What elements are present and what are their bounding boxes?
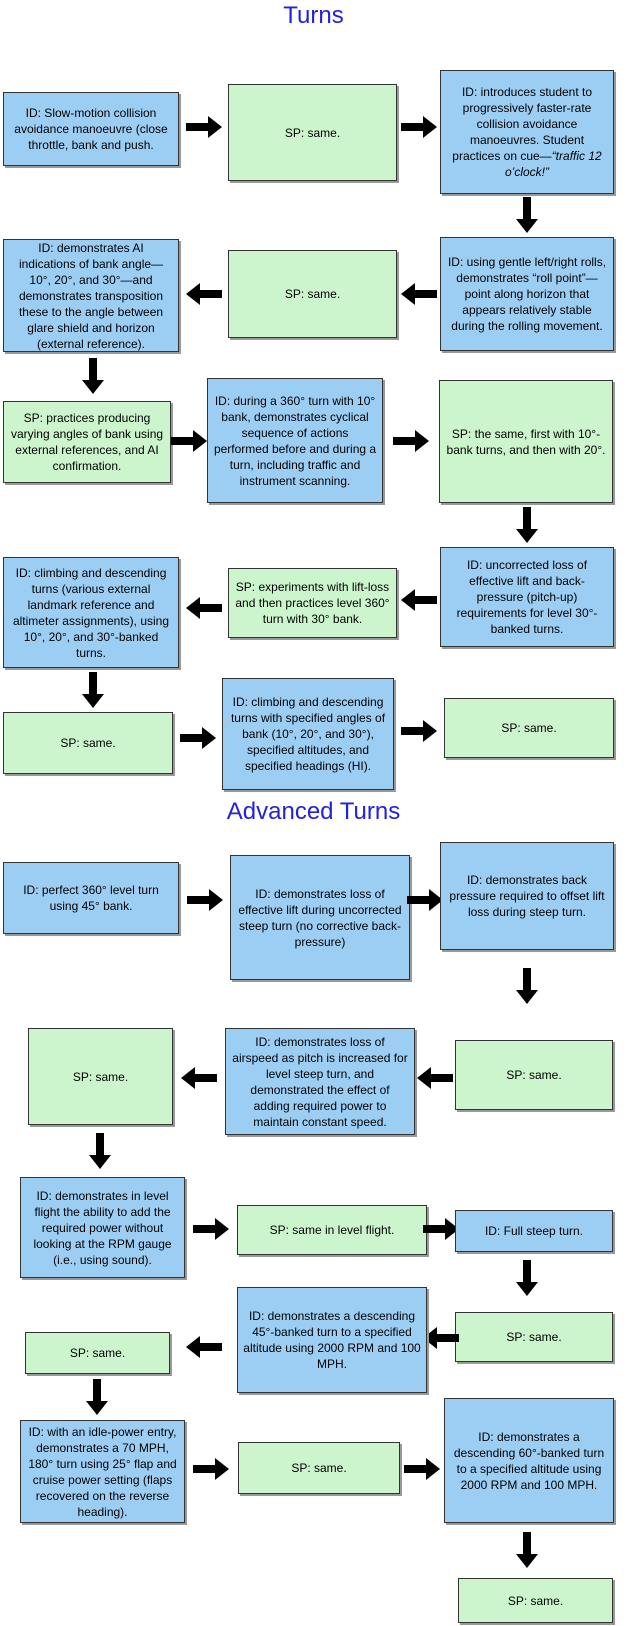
flow-box-text: SP: same.	[506, 1330, 562, 1344]
flow-box-text: SP: same.	[69, 1346, 126, 1360]
flow-box-r11r: SP: same.	[458, 1578, 613, 1623]
flow-box-text: ID: uncorrected loss of effective lift a…	[456, 558, 598, 636]
flow-box-text: SP: same.	[506, 1068, 562, 1082]
flow-box-text: SP: the same, first with 10°-bank turns,…	[446, 426, 606, 457]
flow-box-r8r: ID: Full steep turn.	[455, 1210, 613, 1252]
flow-box-text: ID: demonstrates a descending 45°-banked…	[243, 1309, 421, 1371]
arrow-r7l-to-r8l	[85, 1133, 115, 1169]
arrow-r9l-to-r10l	[82, 1379, 112, 1415]
flow-box-text: ID: demonstrates AI indications of bank …	[18, 240, 164, 351]
flow-box-r7r: SP: same.	[455, 1040, 613, 1110]
arrow-r10l-to-r10c	[193, 1454, 229, 1484]
flow-box-text: ID: demonstrates a descending 60°-banked…	[453, 1429, 605, 1492]
flow-box-r9r: SP: same.	[455, 1312, 613, 1362]
flow-box-text: ID: introduces student to progressively …	[452, 85, 602, 179]
flow-box-r2l: ID: demonstrates AI indications of bank …	[3, 239, 179, 352]
arrow-r1c-to-r1r	[401, 112, 437, 142]
flow-box-r1r: ID: introduces student to progressively …	[440, 70, 614, 194]
arrow-r7c-to-r7l	[181, 1063, 217, 1093]
flow-box-r7l: SP: same.	[28, 1028, 173, 1125]
flow-box-r6r: ID: demonstrates back pressure required …	[440, 842, 614, 950]
arrow-r1r-to-r2r	[512, 197, 542, 233]
flow-box-r1c: SP: same.	[228, 84, 397, 181]
arrow-r6c-to-r6r	[407, 885, 443, 915]
arrow-r4r-to-r4c	[401, 585, 437, 615]
flow-box-text: SP: same in level flight.	[269, 1223, 395, 1237]
flow-box-r10l: ID: with an idle-power entry, demonstrat…	[20, 1420, 185, 1523]
arrow-r3l-to-r3c	[171, 426, 207, 456]
flow-box-text: ID: demonstrates loss of effective lift …	[238, 886, 402, 949]
arrow-r6l-to-r6c	[187, 885, 223, 915]
flow-box-r6c: ID: demonstrates loss of effective lift …	[230, 855, 410, 980]
flow-box-text: ID: using gentle left/right rolls, demon…	[447, 255, 607, 333]
flow-box-text: ID: with an idle-power entry, demonstrat…	[28, 1424, 177, 1519]
arrow-r2r-to-r2c	[401, 279, 437, 309]
arrow-r4c-to-r4l	[186, 593, 222, 623]
flow-box-r10c: SP: same.	[238, 1442, 400, 1494]
flow-box-r8c: SP: same in level flight.	[237, 1205, 427, 1255]
flow-box-text: ID: perfect 360° level turn using 45° ba…	[23, 883, 159, 913]
flow-box-text: ID: climbing and descending turns (vario…	[12, 565, 170, 660]
flow-box-r3l: SP: practices producing varying angles o…	[3, 401, 171, 483]
arrow-r9r-to-r9c	[423, 1323, 459, 1353]
flow-box-r6l: ID: perfect 360° level turn using 45° ba…	[3, 862, 179, 934]
flow-box-r5l: SP: same.	[3, 712, 173, 774]
arrow-r3r-to-r4r	[512, 507, 542, 543]
flow-box-text: SP: same.	[72, 1069, 129, 1084]
flow-box-text: ID: Full steep turn.	[484, 1224, 584, 1238]
flow-box-r9c: ID: demonstrates a descending 45°-banked…	[237, 1287, 427, 1393]
flow-box-text-italic: “traffic 12 o’clock!”	[504, 149, 602, 179]
flow-box-text: SP: same.	[501, 721, 557, 735]
flow-box-text: ID: demonstrates loss of airspeed as pit…	[232, 1034, 408, 1129]
flow-box-text: SP: same.	[291, 1461, 347, 1475]
section-title-advanced-turns: Advanced Turns	[226, 798, 401, 825]
arrow-r7r-to-r7c	[417, 1063, 453, 1093]
flow-box-text: SP: same.	[284, 287, 341, 301]
flow-box-r4c: SP: experiments with lift-loss and then …	[228, 568, 397, 638]
flow-box-text: ID: during a 360° turn with 10° bank, de…	[213, 393, 377, 488]
arrow-r8l-to-r8c	[193, 1214, 229, 1244]
section-title-turns: Turns	[283, 2, 344, 29]
arrow-r2c-to-r2l	[186, 279, 222, 309]
arrow-r5l-to-r5c	[180, 723, 216, 753]
flow-box-r8l: ID: demonstrates in level flight the abi…	[20, 1177, 185, 1278]
flow-box-r3c: ID: during a 360° turn with 10° bank, de…	[207, 378, 383, 503]
arrow-r4l-to-r5l	[78, 672, 108, 708]
arrow-r2l-to-r3l	[78, 358, 108, 394]
arrow-r9c-to-r9l	[186, 1332, 222, 1362]
arrow-r6r-to-r7r	[512, 968, 542, 1004]
flow-box-r5c: ID: climbing and descending turns with s…	[222, 678, 394, 790]
flow-box-r2r: ID: using gentle left/right rolls, demon…	[440, 237, 614, 351]
arrow-r1l-to-r1c	[186, 112, 222, 142]
flow-box-text: SP: same.	[507, 1593, 564, 1608]
flow-box-r3r: SP: the same, first with 10°-bank turns,…	[439, 380, 613, 503]
arrow-r10c-to-r10r	[404, 1454, 440, 1484]
flow-box-text: SP: experiments with lift-loss and then …	[235, 580, 390, 626]
flow-box-r9l: SP: same.	[25, 1332, 170, 1374]
flow-box-text: SP: same.	[284, 125, 341, 140]
flow-box-text: ID: Slow-motion collision avoidance mano…	[14, 106, 168, 152]
flow-box-text: ID: demonstrates in level flight the abi…	[33, 1188, 172, 1267]
flow-box-r5r: SP: same.	[444, 698, 614, 758]
flow-box-r7c: ID: demonstrates loss of airspeed as pit…	[225, 1028, 415, 1135]
flow-box-text: SP: same.	[60, 736, 116, 750]
flow-box-r4r: ID: uncorrected loss of effective lift a…	[440, 547, 614, 647]
flow-box-text: SP: practices producing varying angles o…	[10, 411, 164, 473]
arrow-r5c-to-r5r	[401, 716, 437, 746]
flow-box-r2c: SP: same.	[228, 250, 397, 338]
flow-box-text: ID: climbing and descending turns with s…	[230, 695, 386, 773]
arrow-r3c-to-r3r	[393, 426, 429, 456]
flow-box-r10r: ID: demonstrates a descending 60°-banked…	[444, 1398, 614, 1523]
arrow-r10r-to-r11r	[512, 1532, 542, 1568]
arrow-r8r-to-r9r	[512, 1260, 542, 1296]
flow-box-text: ID: demonstrates back pressure required …	[449, 873, 605, 919]
arrow-r8c-to-r8r	[423, 1214, 459, 1244]
flow-box-r4l: ID: climbing and descending turns (vario…	[3, 557, 179, 668]
flow-box-r1l: ID: Slow-motion collision avoidance mano…	[3, 92, 179, 166]
